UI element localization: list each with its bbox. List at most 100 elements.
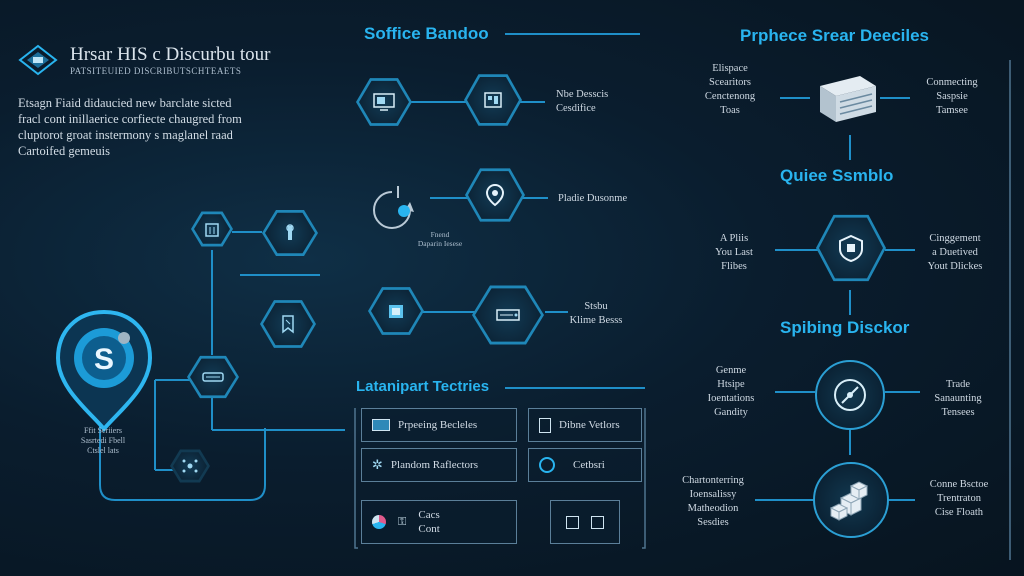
cubes-node[interactable]: [813, 462, 889, 538]
box-cacs[interactable]: ⚿ Cacs Cont: [361, 500, 517, 544]
shield-icon: [839, 234, 863, 263]
box-dibne[interactable]: Dibne Vetlors: [528, 408, 642, 442]
label-line: Cise Floath: [934, 507, 984, 518]
location-pin: S: [52, 308, 156, 433]
label-line: Tensees: [941, 407, 975, 418]
section-title-latanipart: Latanipart Tectries: [356, 378, 490, 395]
compass-node[interactable]: [815, 360, 885, 430]
prophece-left-label: Elispace Scearitors Cenctenong Toas: [690, 62, 770, 118]
row1-label-line: Nbe Desscis: [556, 89, 609, 100]
label-line: Elispace: [712, 63, 748, 74]
label-line: a Duetived: [932, 247, 978, 258]
box-label-line: Cacs: [418, 509, 440, 521]
section-title-spibing: Spibing Disckor: [780, 318, 910, 337]
grid-icon: [566, 515, 579, 529]
chart-icon: [372, 515, 386, 529]
hex-node-tool[interactable]: [262, 210, 318, 256]
cubes-left-label: Chartonterring Ioensalissy Matheodion Se…: [668, 474, 758, 530]
spibing-right-label: Trade Sanaunting Tensees: [918, 378, 998, 420]
intro-line: Etsagn Fiaid didaucied new barclate sict…: [18, 96, 232, 110]
label-line: Trade: [945, 379, 971, 390]
intro-line: fracl cont inillaerice corfiecte chaugre…: [18, 112, 242, 126]
compass-icon: [834, 379, 866, 411]
network-icon: [182, 459, 198, 473]
cubes-right-label: Conne Bsctoe Trentraton Cise Floath: [915, 478, 1003, 520]
row2-label: Pladie Dusonme: [558, 193, 628, 204]
intro-text: Etsagn Fiaid didaucied new barclate sict…: [18, 95, 242, 159]
section-title-software: Soffice Bandoo: [364, 24, 489, 43]
pin-label-line: Ctslel lats: [87, 446, 119, 455]
label-line: Tamsee: [936, 105, 968, 116]
label-line: Genme: [715, 365, 747, 376]
pin-label-line: Sasrtedi Fbell: [80, 436, 126, 445]
label-line: Conmecting: [926, 77, 978, 88]
device-icon: [484, 92, 502, 108]
quiee-left-label: A Pliis You Last Flibes: [696, 232, 772, 274]
box-icons[interactable]: [550, 500, 620, 544]
tag-icon: [282, 315, 294, 334]
monitor-icon: [373, 93, 395, 111]
label-line: Ioensalissy: [689, 489, 737, 500]
map-pin-icon: [485, 183, 505, 207]
building-icon: [205, 223, 219, 237]
box-prpeeing[interactable]: Prpeeing Becleles: [361, 408, 517, 442]
pin-label-line: Ffit Seriiers: [84, 426, 122, 435]
hex-node-location[interactable]: [465, 168, 525, 222]
storage-block-icon: [810, 68, 882, 128]
hex-node-monitor[interactable]: [356, 78, 412, 126]
box-label: Cacs Cont: [418, 508, 439, 536]
box-label: Prpeeing Becleles: [398, 419, 478, 431]
label-line: Scearitors: [709, 77, 751, 88]
box-label: Dibne Vetlors: [559, 419, 620, 431]
spibing-left-label: Genme Htsipe Ioentations Gandity: [688, 364, 774, 420]
label-line: Toas: [720, 105, 740, 116]
label-line: Sanaunting: [934, 393, 982, 404]
section-title-prophece: Prphece Srear Deeciles: [740, 26, 930, 45]
hex-node-security[interactable]: [816, 214, 886, 282]
box-label: Plandom Raflectors: [390, 459, 478, 471]
pin-label: Ffit Seriiers Sasrtedi Fbell Ctslel lats: [58, 426, 148, 456]
hex-node-tag[interactable]: [260, 300, 316, 348]
row3-label-line: Stsbu: [584, 301, 608, 312]
row1-label: Nbe Desscis Cesdifice: [556, 88, 608, 116]
window-icon: [372, 419, 390, 431]
document-icon: [539, 417, 551, 433]
box-plandom[interactable]: ✲ Plandom Raflectors: [361, 448, 517, 482]
label-line: Gandity: [714, 407, 748, 418]
cubes-icon: [829, 481, 869, 521]
label-line: Chartonterring: [682, 475, 744, 486]
lock-icon: ⚿: [398, 515, 407, 528]
label-line: Htsipe: [717, 379, 745, 390]
label-line: Cenctenong: [704, 91, 756, 102]
section-title-quiee: Quiee Ssmblo: [780, 166, 894, 185]
intro-line: cluptorot groat instermony s maglanel ra…: [18, 128, 233, 142]
label-line: Matheodion: [687, 503, 739, 514]
label-line: Ioentations: [707, 393, 755, 404]
row3-label-line: Klime Besss: [569, 315, 623, 326]
box-label: Cetbsri: [573, 459, 605, 471]
row1-label-line: Cesdifice: [556, 103, 596, 114]
row2-small-line: Daparin Iesese: [417, 239, 463, 248]
row2-small-line: Fnend: [430, 230, 450, 239]
page-title: Hrsar HIS c Discurbu tour: [70, 44, 271, 65]
row3-label: Stsbu Klime Besss: [566, 300, 626, 328]
label-line: Conne Bsctoe: [929, 479, 989, 490]
refresh-icon: [362, 180, 422, 240]
logo-icon: [18, 44, 58, 76]
row2-small-label: Fnend Daparin Iesese: [410, 230, 470, 248]
quiee-right-label: Cinggement a Duetived Yout Dlickes: [915, 232, 995, 274]
label-line: You Last: [715, 247, 753, 258]
intro-line: Cartoifed gemeuis: [18, 144, 110, 158]
server-icon: [496, 309, 520, 321]
box-icon: [591, 515, 604, 529]
box-cetbsri[interactable]: Cetbsri: [528, 448, 642, 482]
gear-icon: ✲: [372, 457, 383, 473]
hex-node-cube[interactable]: [368, 287, 424, 335]
label-line: A Pliis: [719, 233, 749, 244]
label-line: Sesdies: [697, 517, 729, 528]
wrench-icon: [286, 224, 294, 240]
cube-icon: [389, 305, 403, 318]
svg-text:S: S: [94, 343, 114, 376]
scanner-icon: [202, 372, 224, 382]
hex-node-scanner[interactable]: [187, 355, 239, 399]
